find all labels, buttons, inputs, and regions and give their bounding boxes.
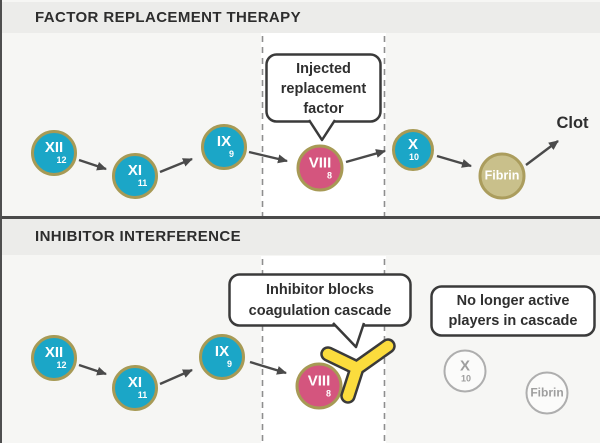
callout-line: factor xyxy=(303,101,344,117)
node-subscript: 8 xyxy=(326,170,332,180)
arrow-xi-ix xyxy=(159,157,193,174)
node-label: XI xyxy=(127,162,143,179)
clot-label: Clot xyxy=(556,114,589,132)
callout-replacement-text: Injected replacement factor xyxy=(267,59,380,119)
node-factor-x-inactive: X 10 xyxy=(443,349,487,393)
info-line: No longer active xyxy=(456,293,570,309)
node-label: IX xyxy=(214,343,230,360)
node-factor-ix: IX 9 xyxy=(201,124,247,170)
node2-factor-ix: IX 9 xyxy=(199,334,245,380)
node-subscript: 8 xyxy=(325,388,331,398)
node-subscript: 9 xyxy=(226,359,232,369)
node-label: Fibrin xyxy=(484,168,520,183)
node-subscript: 12 xyxy=(56,360,67,370)
node-factor-x: X 10 xyxy=(392,129,434,171)
node-label: VIII xyxy=(308,154,332,171)
node-label: XI xyxy=(127,374,143,391)
panel-divider xyxy=(2,216,600,219)
panel2-title: INHIBITOR INTERFERENCE xyxy=(2,219,600,255)
node-label: Fibrin xyxy=(530,385,564,400)
node-factor-viii: VIII 8 xyxy=(296,144,344,192)
arrow-fibrin-clot xyxy=(525,140,559,166)
node-label: X xyxy=(407,136,418,153)
node-fibrin-inactive: Fibrin xyxy=(525,371,569,415)
node-subscript: 11 xyxy=(137,390,148,400)
node-fibrin: Fibrin xyxy=(478,152,526,200)
panel1-title: FACTOR REPLACEMENT THERAPY xyxy=(2,2,600,33)
callout-line: coagulation cascade xyxy=(248,303,392,319)
node-label: VIII xyxy=(307,372,331,389)
callout-line: replacement xyxy=(280,81,367,97)
node-label: XII xyxy=(44,139,64,156)
node-label: XII xyxy=(44,344,64,361)
inactive-players-text: No longer active players in cascade xyxy=(432,291,594,331)
node-factor-xii: XII 12 xyxy=(31,130,77,176)
node-subscript: 11 xyxy=(137,178,148,188)
node-label: IX xyxy=(216,133,232,150)
callout-line: Injected xyxy=(296,61,351,77)
arrow2-xii-xi xyxy=(78,363,107,376)
node-label: X xyxy=(459,357,470,374)
node-factor-xi: XI 11 xyxy=(112,153,158,199)
arrow-xii-xi xyxy=(78,158,107,171)
node-subscript: 10 xyxy=(408,152,419,162)
node-subscript: 9 xyxy=(228,149,234,159)
node-subscript: 12 xyxy=(56,155,67,165)
callout-line: Inhibitor blocks xyxy=(266,282,374,298)
arrow2-xi-ix xyxy=(159,368,193,386)
node2-factor-xi: XI 11 xyxy=(112,365,158,411)
node2-factor-xii: XII 12 xyxy=(31,335,77,381)
node-subscript: 10 xyxy=(460,373,471,383)
node2-factor-viii: VIII 8 xyxy=(295,362,343,410)
info-line: players in cascade xyxy=(448,313,578,329)
arrow-x-fibrin xyxy=(436,154,472,168)
callout-inhibitor-text: Inhibitor blocks coagulation cascade xyxy=(230,280,410,322)
